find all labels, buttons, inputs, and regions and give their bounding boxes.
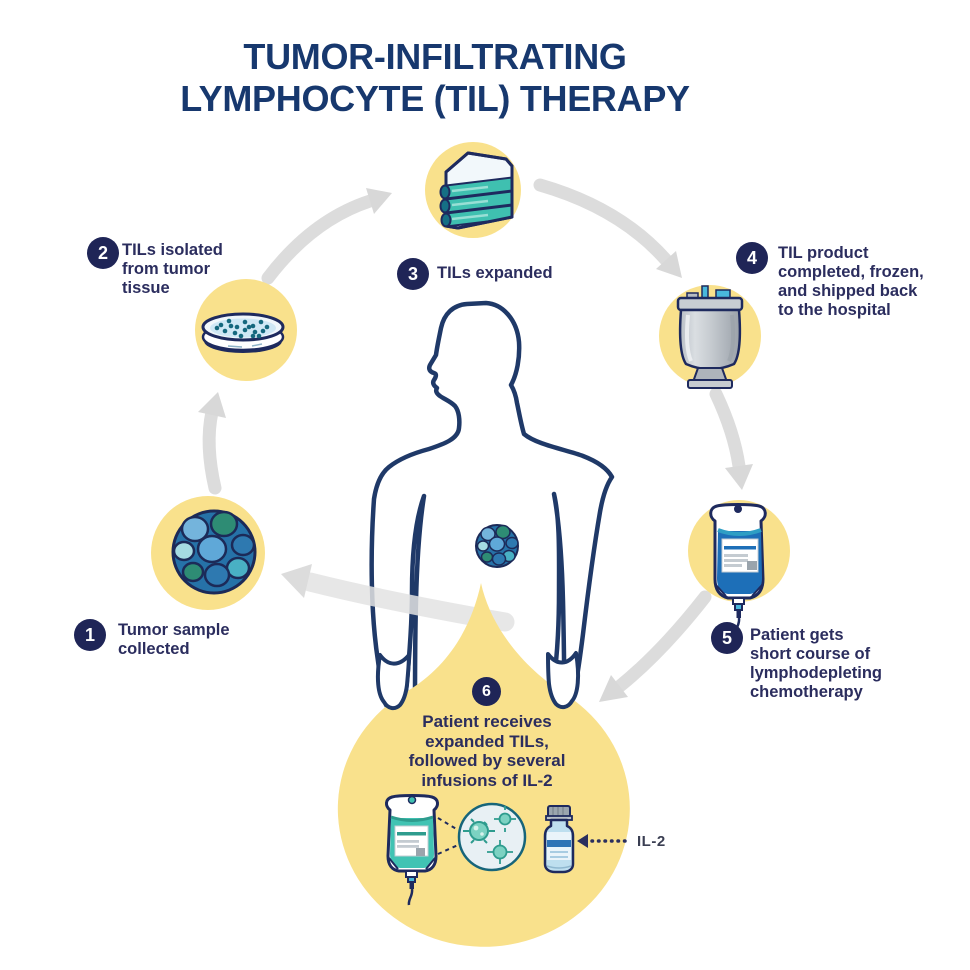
iv-chemo-bag-icon xyxy=(709,503,767,635)
step-1-label: Tumor sample collected xyxy=(118,621,230,659)
magnify-dash-lines xyxy=(437,817,459,855)
step-1-badge: 1 xyxy=(74,619,106,651)
right-hand xyxy=(546,651,581,710)
left-hand xyxy=(375,653,411,711)
page-title: TUMOR-INFILTRATING LYMPHOCYTE (TIL) THER… xyxy=(20,36,850,120)
arrow-step5-to-step6 xyxy=(599,590,712,702)
step-5-badge: 5 xyxy=(711,622,743,654)
tumor-in-body-icon xyxy=(475,524,519,568)
step-6-label: Patient receives expanded TILs, followed… xyxy=(408,712,566,791)
petri-dish-icon xyxy=(201,312,285,353)
til-cells-magnified-icon xyxy=(457,802,527,872)
arrow-step3-to-step4 xyxy=(533,178,682,278)
title-line-1: TUMOR-INFILTRATING xyxy=(243,36,627,77)
step-4-label: TIL product completed, frozen, and shipp… xyxy=(778,244,924,320)
step-2-badge: 2 xyxy=(87,237,119,269)
flow-arrows xyxy=(198,178,753,702)
tumor-sample-icon xyxy=(171,509,257,595)
step-4-badge: 4 xyxy=(736,242,768,274)
step-3-badge: 3 xyxy=(397,258,429,290)
title-line-2: LYMPHOCYTE (TIL) THERAPY xyxy=(180,77,690,119)
arrow-step4-to-step5 xyxy=(709,387,753,490)
infusion-bag-icon xyxy=(385,794,439,906)
arrow-step1-to-step2 xyxy=(198,392,226,495)
arrow-step2-to-step3 xyxy=(261,188,392,285)
il2-pointer-arrow xyxy=(577,834,632,848)
il2-vial-icon xyxy=(543,805,575,874)
patient-hands xyxy=(375,651,581,711)
step-2-label: TILs isolated from tumor tissue xyxy=(122,241,223,298)
il2-annotation-label: IL-2 xyxy=(637,833,666,850)
step-3-label: TILs expanded xyxy=(437,264,553,282)
step-5-label: Patient gets short course of lymphodeple… xyxy=(750,626,882,702)
step-6-badge: 6 xyxy=(472,677,501,706)
culture-flasks-icon xyxy=(439,151,514,230)
til-infusion-icon xyxy=(385,794,632,906)
cryo-storage-tank-icon xyxy=(676,285,744,389)
